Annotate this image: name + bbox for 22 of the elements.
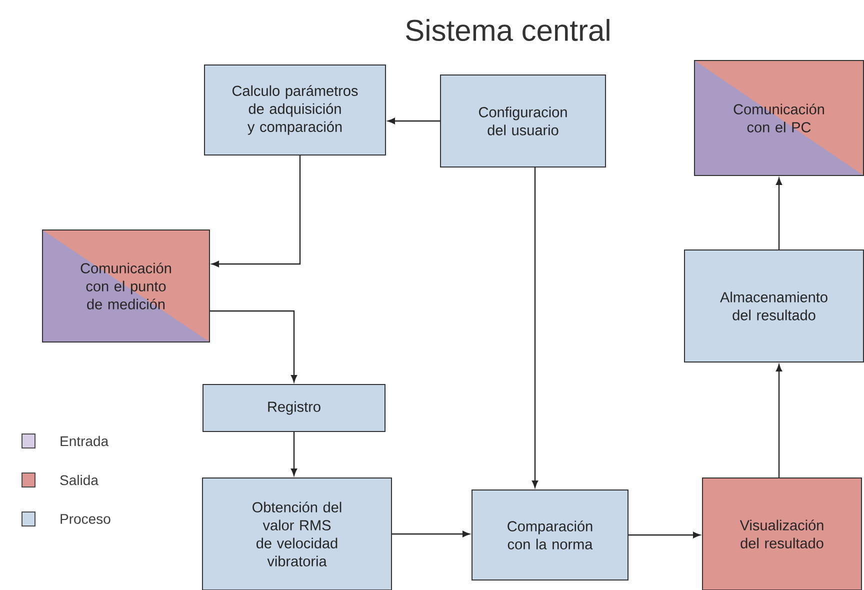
arrow: [628, 532, 700, 538]
arrow: [532, 168, 538, 488]
process-box: Calculo parámetros de adquisición y comparación: [204, 64, 386, 156]
process-box: Visualización del resultado: [702, 478, 862, 590]
legend-label: Proceso: [60, 514, 110, 524]
process-box: Almacenamiento del resultado: [684, 250, 864, 362]
arrow: [212, 156, 301, 268]
arrow: [392, 530, 470, 538]
process-box: Comunicación con el PC: [694, 60, 864, 176]
process-box: Comparación con la norma: [472, 490, 628, 580]
arrow: [388, 118, 440, 124]
legend-label: Entrada: [60, 436, 109, 446]
process-box: Configuracion del usuario: [440, 74, 606, 168]
process-box: Obtención del valor RMS de velocidad vibratoria: [202, 478, 392, 590]
arrow: [210, 310, 298, 382]
arrow: [776, 364, 782, 478]
title: Sistema central: [406, 19, 610, 42]
legend-label: Salida: [60, 474, 98, 486]
arrow: [776, 178, 782, 250]
arrow: [290, 432, 298, 476]
process-box: Registro: [202, 384, 386, 432]
process-box: Comunicación con el punto de medición: [42, 230, 210, 342]
